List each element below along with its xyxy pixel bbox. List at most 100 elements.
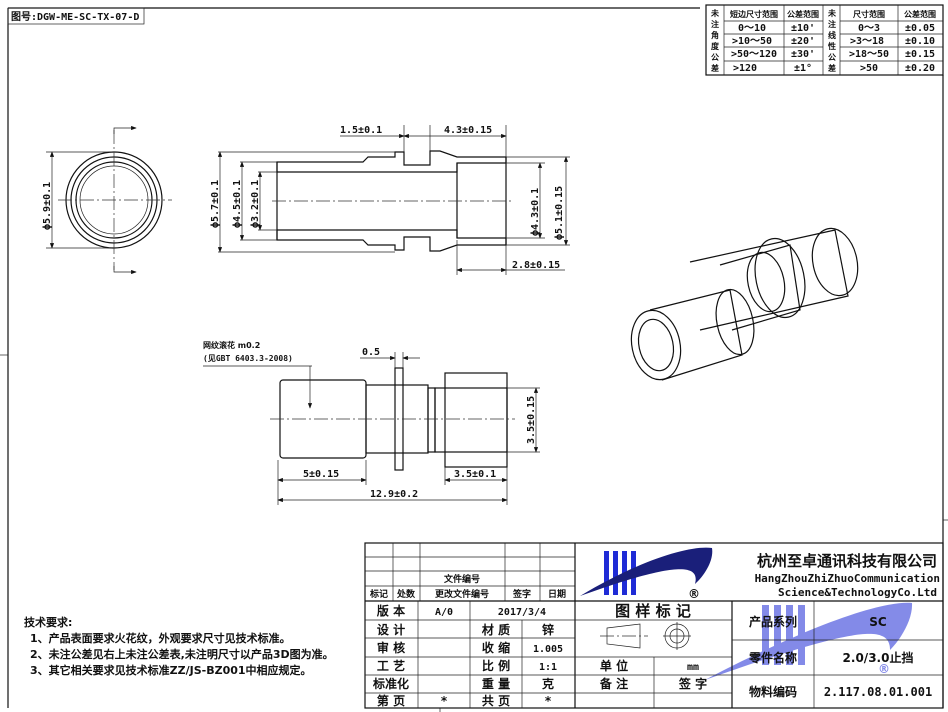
design-label: 设 计	[377, 622, 405, 637]
material-value: 锌	[542, 622, 554, 637]
drawing-number-box: 图号:DGW-ME-SC-TX-07-D	[7, 7, 145, 25]
weight-value: 克	[542, 676, 554, 691]
angle-label-char: 度	[711, 41, 720, 51]
registered-mark: ®	[688, 587, 700, 601]
angle-range: >120	[733, 63, 757, 74]
tolerance-table: 未 注 角 度 公 差 未 注 线 性 公 差 短边尺寸范围 公差范围 尺寸范围…	[705, 4, 944, 76]
linear-tol: ±0.10	[905, 36, 935, 47]
company-name-cn: 杭州至卓通讯科技有限公司	[757, 552, 937, 570]
notes-title: 技术要求:	[24, 615, 72, 629]
shrink-value: 1.005	[533, 644, 563, 655]
linear-range: 0～3	[858, 23, 880, 34]
unit-label: 单 位	[600, 658, 628, 673]
dim-outer-dia: ϕ5.7±0.1	[210, 180, 221, 228]
knurl-standard: (见GBT 6403.3-2008)	[203, 354, 293, 363]
angle-range: 0～10	[738, 23, 766, 34]
scale-label: 比 例	[482, 658, 510, 673]
note-item: 3、其它相关要求见技术标准ZZ/JS-BZ001中相应规定。	[30, 663, 312, 677]
drawing-mark-label: 图 样 标 记	[615, 602, 691, 620]
end-view: ϕ5.9±0.1	[42, 125, 172, 275]
scale-value: 1:1	[539, 662, 557, 673]
unit-value: mm	[687, 662, 699, 673]
drawing-frame	[0, 7, 948, 712]
angle-header: 公差范围	[787, 9, 819, 19]
series-value: SC	[869, 615, 887, 629]
dim-end-dia: ϕ5.9±0.1	[42, 182, 53, 230]
projection-symbol-icon	[600, 622, 691, 650]
linear-range: >3～18	[850, 36, 884, 47]
linear-label-char: 注	[828, 19, 836, 29]
drawing-number: 图号:DGW-ME-SC-TX-07-D	[11, 11, 139, 23]
watermark-logo: ®	[705, 602, 913, 680]
angle-label-char: 差	[710, 63, 719, 73]
angle-label-char: 角	[711, 30, 719, 40]
dim-flange-to-end: 4.3±0.15	[444, 125, 492, 136]
dim-tip-dia: 3.5±0.15	[526, 396, 537, 444]
angle-label-char: 注	[711, 19, 719, 29]
angle-label-char: 未	[710, 8, 719, 18]
process-label: 工 艺	[377, 658, 405, 673]
angle-tol: ±30'	[791, 49, 815, 60]
rev-header: 标记	[369, 588, 388, 600]
isometric-view	[630, 227, 859, 381]
dim-outer2-dia: ϕ5.1±0.15	[554, 186, 565, 240]
dim-bore-dia: ϕ3.2±0.1	[250, 180, 261, 228]
date-value: 2017/3/4	[498, 607, 546, 618]
angle-tol: ±10'	[791, 23, 815, 34]
page-label: 第 页	[377, 693, 405, 708]
angle-tol: ±20'	[791, 36, 815, 47]
watermark-registered-mark: ®	[878, 662, 890, 676]
material-label: 材 质	[481, 622, 510, 637]
angle-range: >50～120	[731, 49, 777, 60]
note-item: 2、未注公差见右上未注公差表,未注明尺寸以产品3D图为准。	[30, 647, 334, 661]
total-pages-value: *	[545, 694, 552, 708]
dim-total-length: 12.9±0.2	[370, 489, 418, 500]
dim-counterbore-len: 2.8±0.15	[512, 260, 560, 271]
linear-header: 公差范围	[904, 9, 936, 19]
technical-notes: 技术要求: 1、产品表面要求火花纹，外观要求尺寸见技术标准。 2、未注公差见右上…	[24, 615, 334, 677]
company-name-en-line2: Science&TechnologyCo.Ltd	[778, 586, 937, 599]
version-label: 版 本	[377, 603, 405, 618]
section-view: ϕ5.7±0.1 ϕ4.5±0.1 ϕ3.2±0.1 1.5±0.1 4.3±0…	[210, 125, 570, 275]
rev-header: 日期	[548, 588, 566, 600]
dim-bore2-dia: ϕ4.3±0.1	[530, 188, 541, 236]
linear-range: >50	[860, 63, 878, 74]
file-no-label: 文件编号	[443, 573, 480, 585]
rev-header: 处数	[396, 588, 416, 600]
side-view: 网纹滚花 m0.2 (见GBT 6403.3-2008) 0.5 3.5±0.1…	[203, 340, 540, 505]
rev-header: 签字	[512, 588, 531, 600]
knurl-note: 网纹滚花 m0.2	[203, 340, 260, 350]
material-code-value: 2.117.08.01.001	[824, 685, 932, 699]
total-pages-label: 共 页	[482, 693, 510, 708]
weight-label: 重 量	[482, 676, 510, 691]
title-block: ® 文件编号 标记 处数 更改文件编号 签字 日期 版 本	[364, 542, 944, 709]
dim-knurl-length: 5±0.15	[303, 469, 339, 480]
dim-groove-width: 1.5±0.1	[340, 125, 382, 136]
angle-tol: ±1°	[794, 63, 812, 74]
linear-tol: ±0.05	[905, 23, 935, 34]
dim-flange-thickness: 0.5	[362, 347, 380, 358]
angle-header: 短边尺寸范围	[730, 9, 778, 19]
part-name-value: 2.0/3.0止挡	[843, 650, 914, 665]
angle-label-char: 公	[711, 53, 719, 62]
review-label: 审 核	[377, 640, 405, 655]
linear-range: >18～50	[849, 49, 889, 60]
linear-label-char: 公	[828, 53, 836, 62]
part-name-label: 零件名称	[748, 650, 797, 665]
remark-label: 备 注	[599, 676, 628, 691]
version-value: A/0	[435, 607, 453, 618]
material-code-label: 物料编码	[749, 684, 797, 699]
rev-header: 更改文件编号	[435, 588, 489, 600]
linear-label-char: 性	[828, 41, 836, 51]
linear-tol: ±0.15	[905, 49, 935, 60]
linear-label-char: 线	[828, 30, 836, 40]
shrink-label: 收 缩	[482, 640, 510, 655]
page-value: *	[441, 694, 448, 708]
angle-range: >10～50	[732, 36, 772, 47]
standardization-label: 标准化	[372, 676, 409, 691]
dim-tip-length: 3.5±0.1	[454, 469, 496, 480]
note-item: 1、产品表面要求火花纹，外观要求尺寸见技术标准。	[30, 631, 291, 645]
linear-label-char: 差	[827, 63, 836, 73]
company-logo: ®	[580, 547, 713, 601]
